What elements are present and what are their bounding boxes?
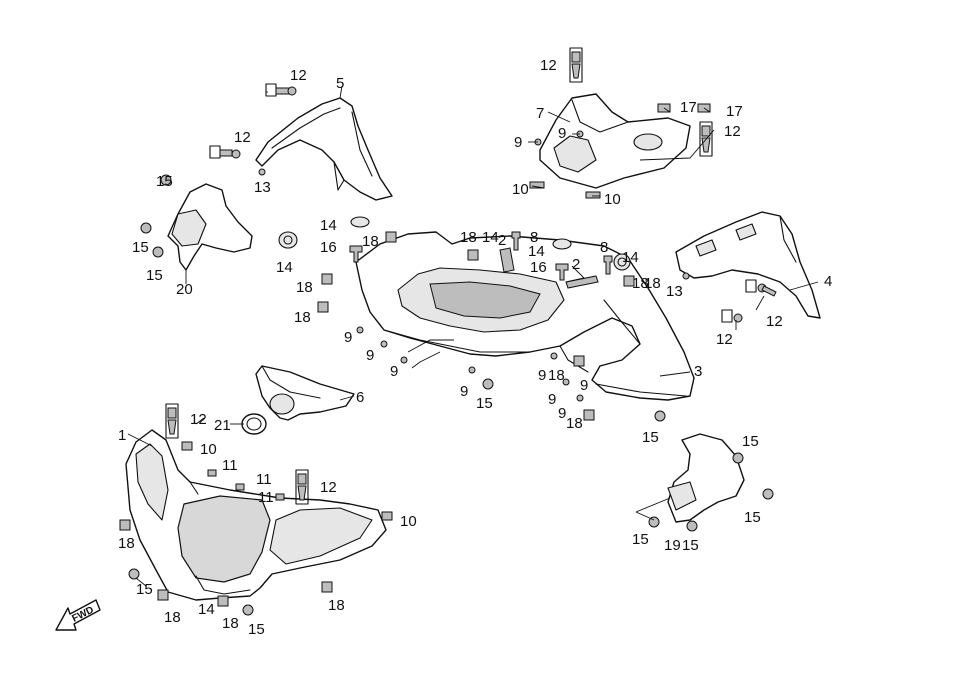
callout-12: 12 (724, 123, 741, 140)
callout-12: 12 (540, 57, 557, 74)
callout-18: 18 (362, 233, 379, 250)
callout-15: 15 (146, 267, 163, 284)
callout-15: 15 (136, 581, 153, 598)
callout-9: 9 (460, 383, 468, 400)
callout-2: 2 (572, 256, 580, 273)
screw-icon (721, 309, 743, 323)
callout-18: 18 (460, 229, 477, 246)
callout-15: 15 (476, 395, 493, 412)
callout-12: 12 (190, 411, 207, 428)
callout-12: 12 (290, 67, 307, 84)
callout-10: 10 (400, 513, 417, 530)
callout-14: 14 (622, 249, 639, 266)
callout-18: 18 (328, 597, 345, 614)
fastener-hardware (119, 47, 777, 616)
callout-9: 9 (366, 347, 374, 364)
callout-14: 14 (528, 243, 545, 260)
callout-2: 2 (498, 232, 506, 249)
callout-13: 13 (666, 283, 683, 300)
callout-21: 21 (214, 417, 231, 434)
callout-15: 15 (742, 433, 759, 450)
bolt-icon (295, 469, 309, 505)
part-left-rear-fender (255, 97, 393, 201)
callout-7: 7 (536, 105, 544, 122)
callout-6: 6 (356, 389, 364, 406)
part-main-rear-body (355, 231, 695, 401)
callout-9: 9 (558, 405, 566, 422)
callout-8: 8 (600, 239, 608, 256)
callout-15: 15 (132, 239, 149, 256)
callout-19: 19 (664, 537, 681, 554)
callout-18: 18 (632, 275, 649, 292)
callout-15: 15 (248, 621, 265, 638)
callout-3: 3 (694, 363, 702, 380)
leader-lines (127, 85, 819, 587)
callout-15: 15 (682, 537, 699, 554)
part-left-inner-panel (167, 183, 253, 271)
callout-4: 4 (824, 273, 832, 290)
callout-11: 11 (258, 489, 274, 506)
callout-10: 10 (604, 191, 621, 208)
screw-icon (745, 279, 777, 297)
callout-18: 18 (222, 615, 239, 632)
fwd-label: FWD (70, 605, 95, 625)
callout-18: 18 (548, 367, 565, 384)
part-rear-top-cover (539, 93, 691, 189)
callout-12: 12 (766, 313, 783, 330)
callout-12: 12 (234, 129, 251, 146)
callout-10: 10 (512, 181, 529, 198)
callout-17: 17 (726, 103, 743, 120)
callout-9: 9 (558, 125, 566, 142)
callout-20: 20 (176, 281, 193, 298)
callout-14: 14 (320, 217, 337, 234)
forward-direction-arrow-icon: FWD (55, 599, 101, 631)
callout-15: 15 (632, 531, 649, 548)
callout-16: 16 (530, 259, 547, 276)
callout-15: 15 (744, 509, 761, 526)
part-cap (241, 413, 267, 435)
callout-9: 9 (344, 329, 352, 346)
callout-labels: 1 2 2 3 4 5 6 7 8 8 9 9 9 9 9 9 9 9 9 9 … (118, 57, 832, 638)
callout-9: 9 (548, 391, 556, 408)
callout-5: 5 (336, 75, 344, 92)
bolt-icon (165, 403, 179, 439)
part-right-inner-panel (667, 433, 745, 523)
callout-18: 18 (296, 279, 313, 296)
callout-1: 1 (118, 427, 126, 444)
callout-18: 18 (644, 275, 661, 292)
callout-9: 9 (580, 377, 588, 394)
callout-9: 9 (390, 363, 398, 380)
part-front-fascia (125, 429, 387, 601)
callout-9: 9 (514, 134, 522, 151)
callout-11: 11 (256, 471, 272, 488)
callout-15: 15 (642, 429, 659, 446)
callout-14: 14 (198, 601, 215, 618)
callout-12: 12 (716, 331, 733, 348)
callout-18: 18 (294, 309, 311, 326)
callout-15: 15 (156, 173, 173, 190)
screw-icon (265, 83, 297, 97)
part-right-rear-fender (675, 211, 821, 319)
screw-icon (209, 145, 241, 159)
callout-18: 18 (118, 535, 135, 552)
callout-8: 8 (530, 229, 538, 246)
callout-14: 14 (482, 229, 499, 246)
callout-10: 10 (200, 441, 217, 458)
callout-18: 18 (164, 609, 181, 626)
callout-18: 18 (566, 415, 583, 432)
callout-14: 14 (276, 259, 293, 276)
callout-16: 16 (320, 239, 337, 256)
bolt-icon (569, 47, 583, 83)
callout-17: 17 (680, 99, 697, 116)
part-dash-panel (255, 365, 355, 421)
callout-13: 13 (254, 179, 271, 196)
callout-9: 9 (538, 367, 546, 384)
callout-12: 12 (320, 479, 337, 496)
callout-11: 11 (222, 457, 238, 474)
